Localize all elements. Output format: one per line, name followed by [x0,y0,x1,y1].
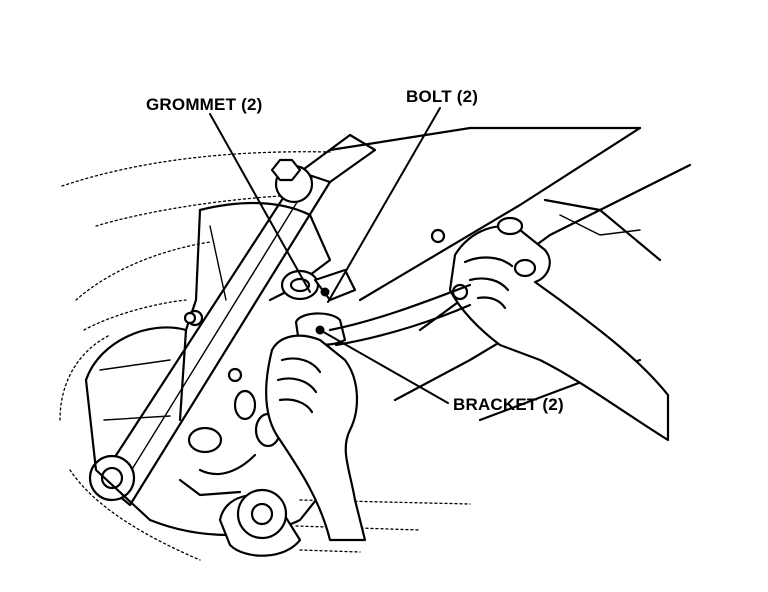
right-hand [448,216,670,442]
lower-mount [218,488,302,557]
grommet-leader [209,113,311,293]
strut-arm [88,133,377,507]
bracket-label: BRACKET (2) [453,395,564,414]
grommet-label: GROMMET (2) [146,95,263,114]
bracket-leader [319,329,449,404]
bolt-label: BOLT (2) [406,87,479,106]
small-nuts [183,228,446,325]
housing [84,201,342,537]
bracket-area [280,268,357,346]
bolt-leader [327,107,441,303]
lower-hand [265,283,472,542]
leader-lines [209,107,449,404]
